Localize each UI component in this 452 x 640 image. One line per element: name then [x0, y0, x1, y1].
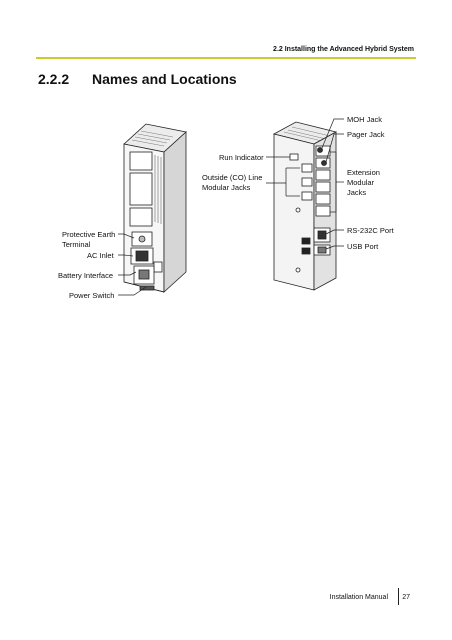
- section-number: 2.2.2: [38, 71, 70, 87]
- page-number: 27: [402, 594, 410, 601]
- label-outside-co-jacks: Outside (CO) Line Modular Jacks: [202, 173, 263, 192]
- label-moh-jack: MOH Jack: [347, 115, 383, 124]
- label-battery-interface: Battery Interface: [58, 271, 114, 280]
- left-unit-cabinet: [123, 123, 187, 293]
- running-header: 2.2 Installing the Advanced Hybrid Syste…: [273, 46, 414, 53]
- label-protective-earth: Protective Earth Terminal: [62, 230, 116, 249]
- footer-divider: [398, 588, 399, 605]
- label-pager-jack: Pager Jack: [347, 130, 385, 139]
- footer-manual-name: Installation Manual: [329, 594, 388, 601]
- header-rule: [36, 57, 416, 59]
- label-usb-port: USB Port: [347, 242, 379, 251]
- label-extension-jacks: Extension Modular Jacks: [347, 168, 380, 197]
- label-ac-inlet: AC Inlet: [87, 251, 114, 260]
- right-unit-cabinet: [272, 121, 338, 291]
- label-run-indicator: Run Indicator: [219, 153, 264, 162]
- label-rs232c-port: RS-232C Port: [347, 226, 394, 235]
- section-title: Names and Locations: [92, 71, 237, 87]
- leader-lines: [118, 118, 344, 296]
- label-power-switch: Power Switch: [69, 291, 115, 300]
